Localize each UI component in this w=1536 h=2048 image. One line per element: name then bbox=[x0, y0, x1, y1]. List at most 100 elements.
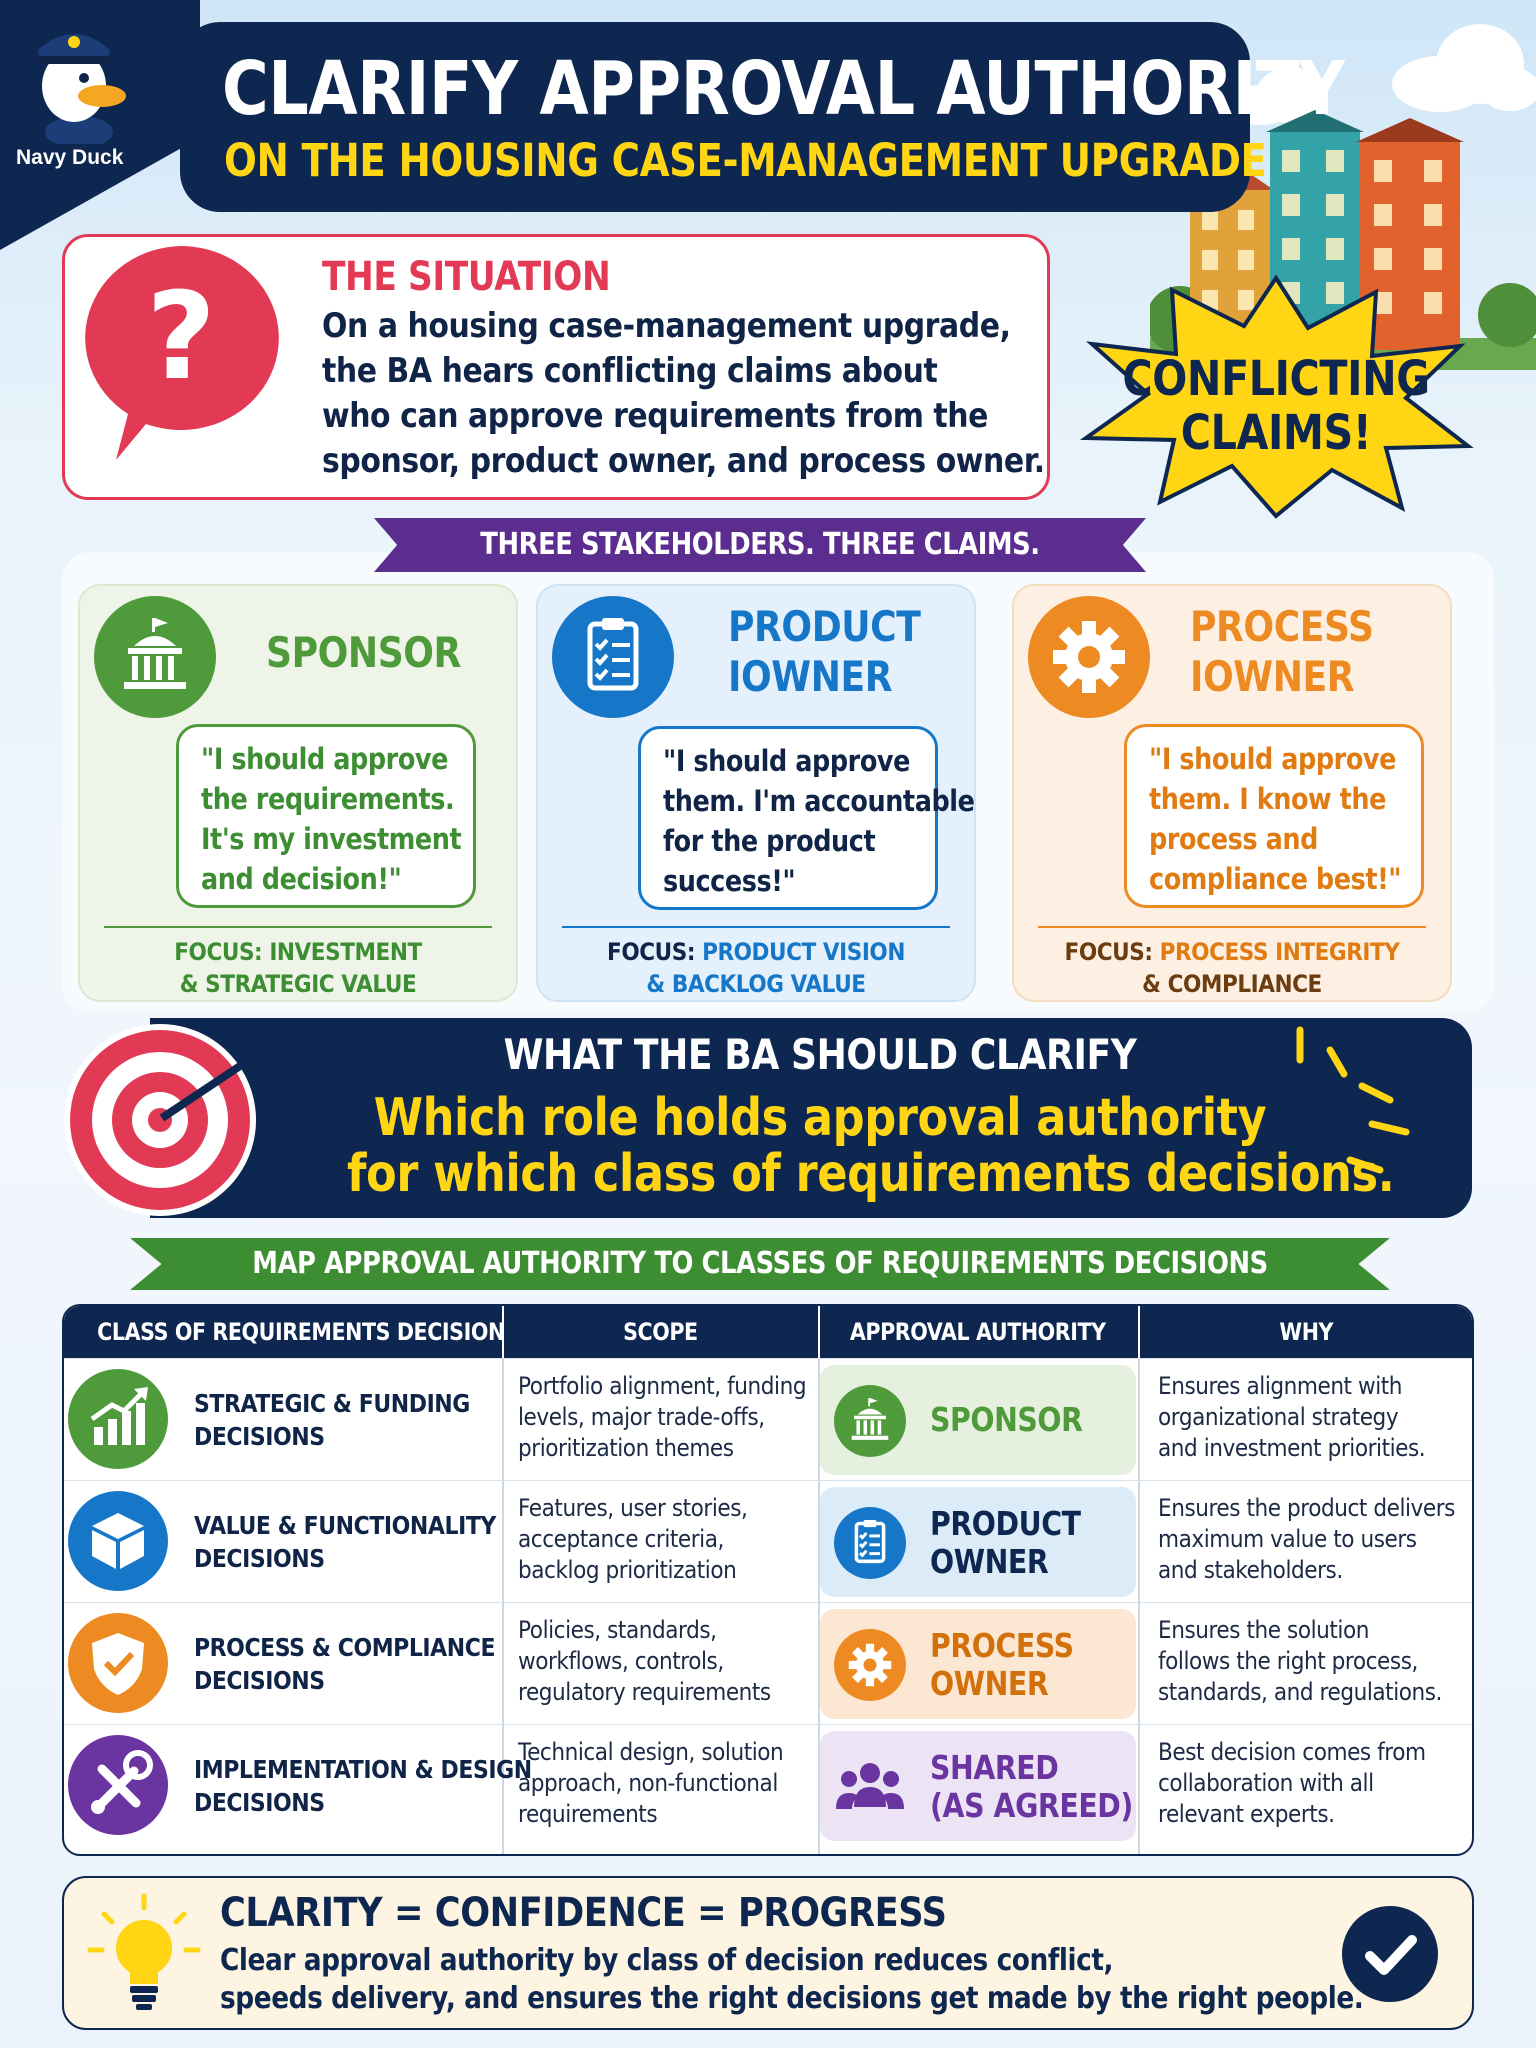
stakeholders-banner-text: THREE STAKEHOLDERS. THREE CLAIMS. bbox=[480, 527, 1040, 562]
authority-line: SHARED bbox=[930, 1748, 1059, 1787]
lightbulb-icon bbox=[87, 1893, 201, 2010]
map-banner-text: MAP APPROVAL AUTHORITY TO CLASSES OF REQ… bbox=[252, 1246, 1268, 1281]
growth-chart-icon bbox=[68, 1369, 168, 1469]
scope-line: levels, major trade-offs, bbox=[518, 1403, 765, 1431]
authority-badge-shared: SHARED(AS AGREED) bbox=[820, 1731, 1136, 1841]
cube-icon bbox=[68, 1491, 168, 1591]
card-focus: FOCUS: PRODUCT VISION & BACKLOG VALUE bbox=[560, 936, 952, 1000]
quote-line: It's my investment bbox=[201, 822, 462, 856]
scope-line: approach, non-functional bbox=[518, 1769, 778, 1797]
card-divider bbox=[104, 926, 492, 928]
authority-badge-sponsor: SPONSOR bbox=[820, 1365, 1136, 1475]
stakeholder-card-product-owner: PRODUCT IOWNER "I should approve them. I… bbox=[536, 584, 976, 1002]
clarify-banner bbox=[150, 1018, 1472, 1218]
authority-label: SPONSOR bbox=[930, 1401, 1083, 1439]
column-header: CLASS OF REQUIREMENTS DECISION bbox=[64, 1306, 505, 1358]
quote-line: "I should approve bbox=[1149, 742, 1396, 776]
quote-text: "I should approve them. I'm accountable … bbox=[663, 741, 975, 901]
gear-icon bbox=[834, 1629, 906, 1701]
focus-value: & COMPLIANCE bbox=[1142, 970, 1322, 998]
quote-line: compliance best!" bbox=[1149, 862, 1402, 896]
decision-class-line: DECISIONS bbox=[194, 1544, 325, 1573]
checkmark-icon bbox=[1342, 1906, 1438, 2002]
authority-line: PRODUCT bbox=[930, 1504, 1081, 1543]
situation-text: On a housing case-management upgrade, th… bbox=[322, 304, 1045, 484]
capitol-icon bbox=[834, 1385, 906, 1457]
authority-line: (AS AGREED) bbox=[930, 1786, 1133, 1825]
summary-line: Clear approval authority by class of dec… bbox=[220, 1943, 1114, 1978]
stakeholder-name-line: SPONSOR bbox=[266, 628, 461, 677]
scope-line: backlog prioritization bbox=[518, 1556, 737, 1584]
quote-line: them. I'm accountable bbox=[663, 784, 975, 818]
scope-line: Policies, standards, bbox=[518, 1616, 717, 1644]
quote-bubble: "I should approve them. I'm accountable … bbox=[638, 726, 975, 910]
clarify-statement: Which role holds approval authority for … bbox=[347, 1090, 1395, 1202]
authority-line: OWNER bbox=[930, 1664, 1049, 1703]
why-line: maximum value to users bbox=[1158, 1525, 1417, 1553]
decision-scope: Technical design, solution approach, non-… bbox=[518, 1737, 784, 1830]
gear-icon bbox=[1028, 596, 1150, 718]
scope-line: acceptance criteria, bbox=[518, 1525, 724, 1553]
quote-bubble: "I should approve them. I know the proce… bbox=[1124, 724, 1424, 908]
people-group-icon bbox=[834, 1751, 906, 1823]
column-header: WHY bbox=[1138, 1306, 1472, 1358]
stakeholder-name: SPONSOR bbox=[266, 628, 461, 678]
decision-scope: Features, user stories,acceptance criter… bbox=[518, 1493, 748, 1586]
conflict-burst-text: CONFLICTING CLAIMS! bbox=[1121, 352, 1431, 460]
authority-line: SPONSOR bbox=[930, 1400, 1083, 1439]
stakeholders-banner: THREE STAKEHOLDERS. THREE CLAIMS. bbox=[374, 518, 1146, 572]
quote-line: the requirements. bbox=[201, 782, 455, 816]
summary-heading: CLARITY = CONFIDENCE = PROGRESS bbox=[220, 1890, 947, 1936]
column-header-text: WHY bbox=[1279, 1318, 1333, 1346]
quote-bubble: "I should approve the requirements. It's… bbox=[176, 724, 476, 908]
quote-text: "I should approve the requirements. It's… bbox=[201, 739, 462, 899]
map-banner: MAP APPROVAL AUTHORITY TO CLASSES OF REQ… bbox=[130, 1238, 1390, 1290]
card-divider bbox=[1038, 926, 1426, 928]
quote-line: for the product bbox=[663, 824, 876, 858]
why-line: Best decision comes from bbox=[1158, 1738, 1426, 1766]
page-title: CLARIFY APPROVAL AUTHORITY bbox=[222, 46, 1345, 132]
why-line: standards, and regulations. bbox=[1158, 1678, 1442, 1706]
quote-line: process and bbox=[1149, 822, 1318, 856]
target-icon bbox=[64, 1024, 298, 1216]
situation-line: On a housing case-management upgrade, bbox=[322, 306, 1011, 346]
scope-line: workflows, controls, bbox=[518, 1647, 724, 1675]
column-header-text: CLASS OF REQUIREMENTS DECISION bbox=[97, 1318, 505, 1346]
column-divider bbox=[502, 1306, 504, 1358]
why-line: and stakeholders. bbox=[1158, 1556, 1343, 1584]
why-line: Ensures the product delivers bbox=[1158, 1494, 1455, 1522]
why-line: Ensures alignment with bbox=[1158, 1372, 1403, 1400]
column-header-text: SCOPE bbox=[622, 1318, 698, 1346]
column-divider bbox=[502, 1358, 504, 1854]
focus-value: & BACKLOG VALUE bbox=[646, 970, 866, 998]
scope-line: regulatory requirements bbox=[518, 1678, 771, 1706]
why-line: follows the right process, bbox=[1158, 1647, 1418, 1675]
column-divider bbox=[1138, 1358, 1140, 1854]
focus-value: PRODUCT VISION bbox=[702, 938, 905, 966]
column-header-text: APPROVAL AUTHORITY bbox=[850, 1318, 1106, 1346]
tools-icon bbox=[68, 1735, 168, 1835]
column-header: APPROVAL AUTHORITY bbox=[818, 1306, 1138, 1358]
scope-line: Technical design, solution bbox=[518, 1738, 784, 1766]
column-divider bbox=[1138, 1306, 1140, 1358]
card-focus: FOCUS: INVESTMENT & STRATEGIC VALUE bbox=[102, 936, 494, 1000]
stakeholder-name: PROCESS IOWNER bbox=[1190, 602, 1374, 702]
scope-line: prioritization themes bbox=[518, 1434, 734, 1462]
card-divider bbox=[562, 926, 950, 928]
situation-line: who can approve requirements from the bbox=[322, 396, 989, 436]
quote-line: success!" bbox=[663, 864, 796, 898]
focus-label: FOCUS: bbox=[174, 938, 270, 966]
